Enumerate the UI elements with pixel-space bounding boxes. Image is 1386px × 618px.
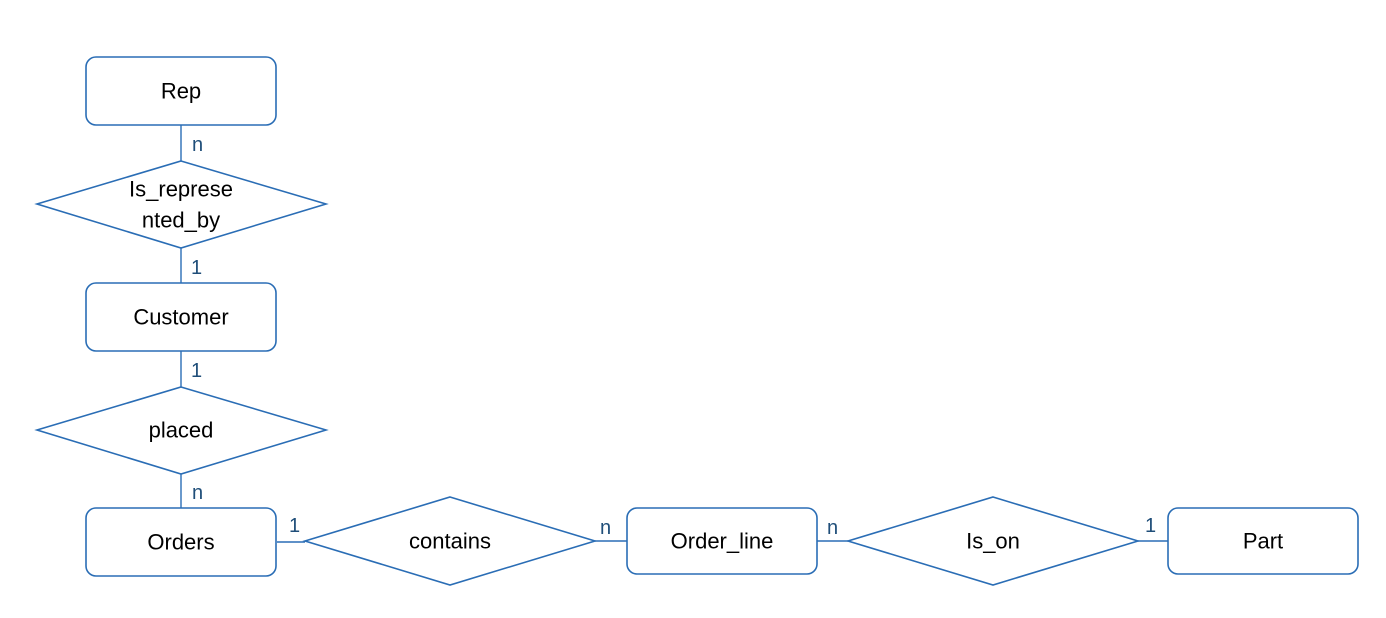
relationship-label-line-2: nted_by xyxy=(142,208,220,233)
entity-box xyxy=(85,507,277,577)
cardinality-labels: n 1 1 n 1 n n 1 xyxy=(191,134,1156,539)
entity-label: Orders xyxy=(147,530,214,555)
entity-box xyxy=(85,282,277,352)
entity-orders[interactable]: Orders xyxy=(85,507,277,577)
entity-rep[interactable]: Rep xyxy=(85,56,277,126)
relationship-label: contains xyxy=(409,529,491,554)
relationship-placed[interactable]: placed xyxy=(34,386,329,475)
entity-customer[interactable]: Customer xyxy=(85,282,277,352)
entity-box xyxy=(85,56,277,126)
relationship-label-line-1: Is_represe xyxy=(129,177,233,202)
relationship-label: placed xyxy=(149,418,214,443)
cardinality-is-on-part: 1 xyxy=(1145,515,1156,537)
cardinality-rep-is-represented-by: n xyxy=(192,134,203,156)
cardinality-customer-placed: 1 xyxy=(191,360,202,382)
entity-box xyxy=(1167,507,1359,575)
cardinality-order-line-is-on: n xyxy=(827,517,838,539)
entity-part[interactable]: Part xyxy=(1167,507,1359,575)
entity-label: Customer xyxy=(133,305,228,330)
entity-order-line[interactable]: Order_line xyxy=(626,507,818,575)
entity-box xyxy=(626,507,818,575)
relationship-diamond xyxy=(302,496,598,586)
cardinality-is-represented-by-customer: 1 xyxy=(191,257,202,279)
cardinality-contains-order-line: n xyxy=(600,517,611,539)
relationship-is-represented-by[interactable]: Is_represe nted_by xyxy=(34,160,329,249)
connectors xyxy=(180,125,1168,543)
entity-label: Order_line xyxy=(671,529,774,554)
relationship-diamond xyxy=(34,160,329,249)
relationship-is-on[interactable]: Is_on xyxy=(845,496,1141,586)
cardinality-placed-orders: n xyxy=(192,482,203,504)
relationship-diamond xyxy=(34,386,329,475)
relationship-contains[interactable]: contains xyxy=(302,496,598,586)
relationship-diamond xyxy=(845,496,1141,586)
entity-label: Rep xyxy=(161,79,201,104)
cardinality-orders-contains: 1 xyxy=(289,515,300,537)
relationship-label: Is_on xyxy=(966,529,1020,554)
entity-label: Part xyxy=(1243,529,1283,554)
